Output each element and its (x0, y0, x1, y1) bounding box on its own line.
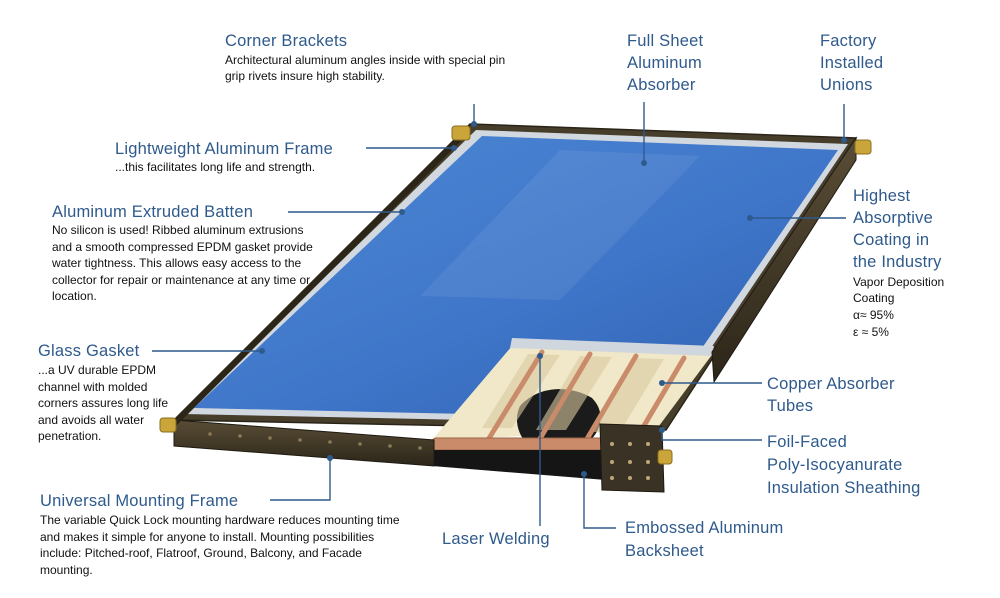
copper-tubes-title-line-1: Copper Absorber (767, 375, 895, 393)
coating-title-line-2: Absorptive (853, 209, 933, 227)
frame-title: Lightweight Aluminum Frame (115, 140, 333, 158)
coating-title-line-3: Coating in (853, 231, 930, 249)
glass-gasket-desc: ...a UV durable EPDM channel with molded… (38, 363, 169, 443)
absorber-title-line-2: Aluminum (627, 54, 702, 72)
foil-faced-title-line-1: Foil-Faced (767, 433, 847, 451)
laser-welding-title: Laser Welding (442, 530, 550, 548)
header-backing (432, 450, 612, 480)
mounting-frame-front (173, 419, 435, 467)
coating-title-line-4: the Industry (853, 253, 942, 271)
absorber-title-line-1: Full Sheet (627, 32, 704, 50)
coating-absorptance: α≈ 95% (853, 308, 894, 322)
batten-title: Aluminum Extruded Batten (52, 203, 254, 221)
backsheet-title-line-2: Backsheet (625, 542, 704, 560)
absorber-title-line-3: Absorber (627, 76, 696, 94)
unions-title-line-3: Unions (820, 76, 873, 94)
corner-brackets-desc-line-2: grip rivets insure high stability. (225, 69, 385, 83)
coating-desc-line-1: Vapor Deposition (853, 275, 945, 289)
copper-absorber-tubes (485, 349, 687, 449)
frame-left-edge (174, 124, 470, 428)
glass-reflection (420, 150, 700, 300)
corner-brackets-desc-line-1: Architectural aluminum angles inside wit… (225, 53, 506, 67)
backsheet-title-line-1: Embossed Aluminum (625, 519, 784, 537)
mounting-frame-desc: The variable Quick Lock mounting hardwar… (40, 513, 400, 577)
coating-desc-line-2: Coating (853, 291, 895, 305)
union-fitting-icon (159, 125, 872, 465)
coating-emittance: ε ≈ 5% (853, 325, 889, 339)
leader-lines (152, 102, 846, 529)
frame-bolt-studs (208, 432, 422, 450)
foil-faced-title-line-3: Insulation Sheathing (767, 479, 921, 497)
glass-gasket-title: Glass Gasket (38, 342, 140, 360)
glass-edge-cutaway (510, 338, 714, 356)
corner-bracket-block (599, 423, 665, 493)
frame-desc: ...this facilitates long life and streng… (115, 160, 316, 174)
batten-desc: No silicon is used! Ribbed aluminum extr… (52, 223, 313, 303)
copper-tubes-title-line-2: Tubes (767, 397, 814, 415)
copper-header-pipe (431, 437, 623, 451)
bracket-rivets (610, 442, 650, 480)
coating-title-line-1: Highest (853, 187, 911, 205)
unions-title-line-2: Installed (820, 54, 884, 72)
corner-brackets-title: Corner Brackets (225, 32, 348, 50)
mounting-frame-title: Universal Mounting Frame (40, 492, 239, 510)
leader-dot-icon (259, 121, 847, 477)
foil-faced-title-line-2: Poly-Isocyanurate (767, 456, 903, 474)
unions-title-line-1: Factory (820, 32, 877, 50)
